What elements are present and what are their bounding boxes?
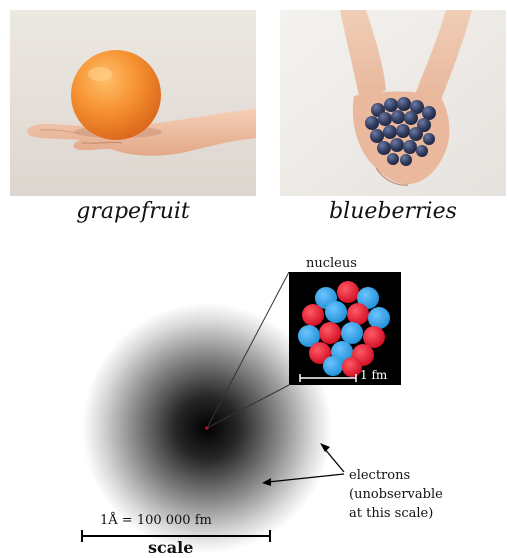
electrons-label-line: (unobservable	[349, 485, 443, 504]
electrons-label-line: at this scale)	[349, 504, 443, 523]
angstrom-scale-label: 1Å = 100 000 fm	[100, 513, 212, 528]
electrons-label: electrons (unobservable at this scale)	[349, 466, 443, 523]
nucleus-label: nucleus	[306, 256, 357, 271]
scale-caption: scale	[148, 538, 193, 557]
electrons-label-line: electrons	[349, 466, 443, 485]
fm-scale-label: 1 fm	[360, 368, 387, 382]
